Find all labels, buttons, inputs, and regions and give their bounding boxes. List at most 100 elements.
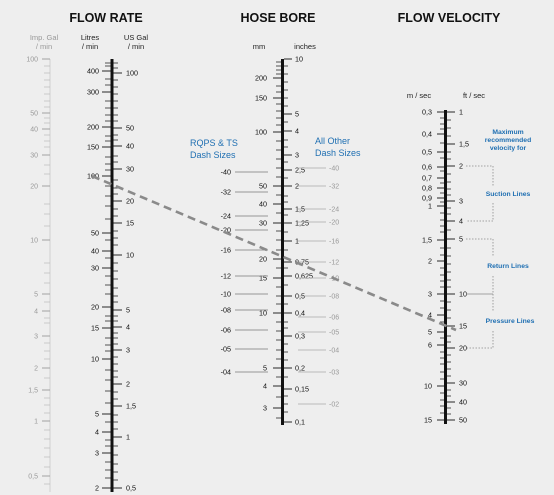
inch-label: 0,1 (295, 418, 305, 427)
litres-label: 30 (91, 264, 99, 273)
pressure-bracket (466, 293, 494, 349)
rqps-dash-label: -05 (221, 345, 231, 354)
ms-label: 10 (424, 382, 432, 391)
litres-label: 50 (91, 229, 99, 238)
max-velocity-note: Maximum (492, 129, 523, 136)
mm-label: 30 (259, 219, 267, 228)
ms-label: 0,7 (422, 174, 432, 183)
mm-label: 15 (259, 274, 267, 283)
other-dash-label: -02 (329, 402, 339, 409)
us-gal-label: 20 (126, 197, 134, 206)
imp-gal-label: 0,5 (28, 474, 38, 481)
mm-label: 10 (259, 309, 267, 318)
inch-label: 1 (295, 237, 299, 246)
us-gal-label: 4 (126, 323, 130, 332)
imp-gal-label: 5 (34, 292, 38, 299)
us-gal-label: 10 (126, 251, 134, 260)
inch-units: inches (294, 42, 316, 51)
ms-label: 0,4 (422, 130, 432, 139)
rqps-dash-label: RQPS & TS (190, 138, 238, 148)
litres-label: 4 (95, 428, 99, 437)
rqps-dash-label: -10 (221, 290, 231, 299)
us-gal-label: 3 (126, 346, 130, 355)
fts-label: 10 (459, 290, 467, 299)
inch-label: 2 (295, 182, 299, 191)
rqps-dash-label: -06 (221, 326, 231, 335)
imp-gal-label: 1,5 (28, 388, 38, 395)
us-gal-label: 1 (126, 433, 130, 442)
rqps-dash-label: -04 (221, 368, 231, 377)
litres-label: 3 (95, 449, 99, 458)
us-gal-label: 40 (126, 142, 134, 151)
mm-label: 3 (263, 404, 267, 413)
mm-label: 200 (255, 74, 267, 83)
imp-gal-label: 20 (30, 184, 38, 191)
flow-rate-scale-bar (110, 59, 114, 492)
us-gal-label: 15 (126, 219, 134, 228)
fts-label: 50 (459, 416, 467, 425)
inch-label: 2,5 (295, 166, 305, 175)
ms-label: 3 (428, 290, 432, 299)
imp-gal-units: Imp. Gal (30, 33, 59, 42)
other-dash-label: -05 (329, 330, 339, 337)
fts-label: 1,5 (459, 140, 469, 149)
mm-label: 150 (255, 94, 267, 103)
imp-gal-label: 50 (30, 111, 38, 118)
litres-units: Litres (81, 33, 100, 42)
rqps-dash-label: -32 (221, 188, 231, 197)
imp-gal-label: 10 (30, 238, 38, 245)
ms-label: 1 (428, 202, 432, 211)
fts-label: 3 (459, 197, 463, 206)
rqps-dash-label: -20 (221, 226, 231, 235)
other-dash-label: -32 (329, 184, 339, 191)
fts-units: ft / sec (463, 91, 485, 100)
ms-label: 0,6 (422, 163, 432, 172)
mm-label: 5 (263, 364, 267, 373)
litres-label: 150 (87, 143, 99, 152)
litres-units-per-min: / min (82, 42, 98, 51)
inch-label: 0,15 (295, 385, 309, 394)
other-dash-label-2: Dash Sizes (315, 148, 361, 158)
other-dash-label: -12 (329, 260, 339, 267)
ms-label: 0,5 (422, 148, 432, 157)
fts-label: 2 (459, 162, 463, 171)
example-dashed-line (91, 174, 457, 332)
fts-label: 15 (459, 322, 467, 331)
us-gal-label: 2 (126, 380, 130, 389)
mm-label: 20 (259, 255, 267, 264)
inch-label: 10 (295, 55, 303, 64)
inch-label: 1,25 (295, 219, 309, 228)
inch-label: 4 (295, 127, 299, 136)
litres-label: 400 (87, 67, 99, 76)
fts-label: 20 (459, 344, 467, 353)
other-dash-label: -03 (329, 370, 339, 377)
inch-label: 0,2 (295, 364, 305, 373)
pressure-lines-label: Pressure Lines (486, 318, 535, 325)
imp-gal-label: 2 (34, 366, 38, 373)
inch-label: 0,4 (295, 309, 305, 318)
suction-lines-label: Suction Lines (486, 191, 531, 198)
us-gal-label: 0,5 (126, 484, 136, 493)
litres-label: 15 (91, 324, 99, 333)
imp-gal-label: 30 (30, 153, 38, 160)
flow-velocity-scale-bar (444, 110, 447, 424)
us-gal-label: 1,5 (126, 402, 136, 411)
imp-gal-label: 1 (34, 419, 38, 426)
rqps-dash-label: -12 (221, 272, 231, 281)
rqps-dash-label: -16 (221, 246, 231, 255)
fts-label: 5 (459, 235, 463, 244)
other-dash-label: -08 (329, 294, 339, 301)
ms-label: 15 (424, 416, 432, 425)
ms-label: 0,8 (422, 184, 432, 193)
inch-label: 0,3 (295, 332, 305, 341)
rqps-dash-label-2: Dash Sizes (190, 150, 236, 160)
hose-bore-heading: HOSE BORE (240, 11, 315, 25)
mm-label: 100 (255, 128, 267, 137)
flow-rate-heading: FLOW RATE (69, 11, 142, 25)
other-dash-label: -16 (329, 239, 339, 246)
imp-gal-label: 40 (30, 127, 38, 134)
us-gal-units-per-min: / min (128, 42, 144, 51)
max-velocity-note-2: recommended (485, 137, 531, 144)
ms-label: 1,5 (422, 236, 432, 245)
